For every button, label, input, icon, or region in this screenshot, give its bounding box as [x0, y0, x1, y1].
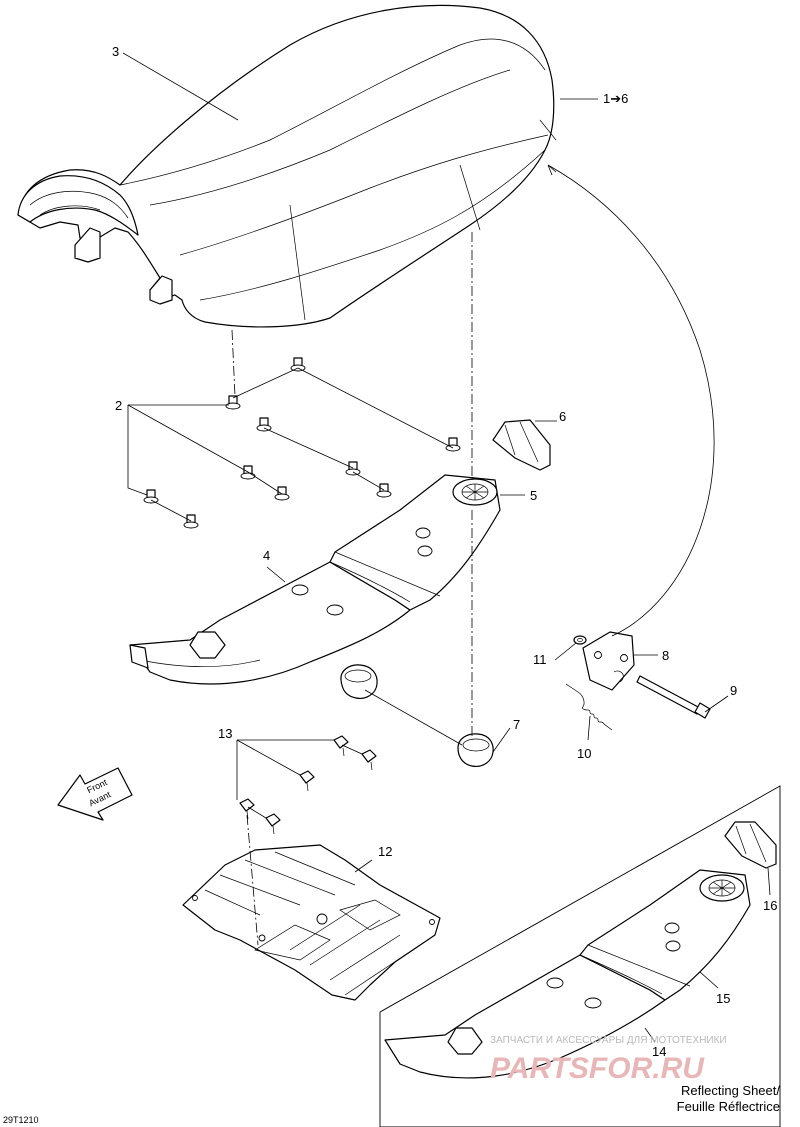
callout-2: 2: [115, 398, 122, 413]
vent-cover: [492, 419, 551, 471]
callout-11: 11: [533, 652, 547, 667]
callout-4: 4: [263, 548, 270, 563]
callout-15: 15: [716, 991, 730, 1006]
screws: [236, 735, 377, 835]
reflecting-sheet-inset: 15 14 16 Reflecting Sheet/ Feuille Réfle…: [379, 785, 781, 1127]
callout-10: 10: [577, 746, 591, 761]
seat-base-plate: [129, 474, 501, 685]
inset-caption-fr: Feuille Réflectrice: [677, 1099, 780, 1114]
watermark-logo: PARTSFOR.RU: [490, 1052, 705, 1085]
assembly-lines: [231, 164, 715, 946]
front-direction-arrow: Front Avant: [57, 767, 133, 821]
callout-7: 7: [513, 717, 520, 732]
callout-14: 14: [652, 1044, 666, 1059]
callout-numbers: 3 1➔6 2 6 5 4 11 8 9 7 10 13 12: [112, 44, 737, 859]
callout-12: 12: [378, 844, 392, 859]
callout-leaders: [122, 52, 729, 873]
callout-6: 6: [559, 409, 566, 424]
callout-9: 9: [730, 683, 737, 698]
watermark: ЗАПЧАСТИ И АКСЕССУАРЫ ДЛЯ МОТОТЕХНИКИ PA…: [490, 1035, 727, 1085]
callout-13: 13: [218, 726, 232, 741]
latch-hardware: [565, 631, 711, 731]
callout-5: 5: [530, 488, 537, 503]
grommets: [340, 664, 494, 767]
callout-1-6: 1➔6: [603, 91, 628, 106]
callout-3: 3: [112, 44, 119, 59]
inset-caption-en: Reflecting Sheet/: [681, 1083, 780, 1098]
rubber-bumpers: [127, 357, 461, 529]
callout-8: 8: [662, 648, 669, 663]
seat-assembly: [17, 4, 557, 328]
watermark-tagline: ЗАПЧАСТИ И АКСЕССУАРЫ ДЛЯ МОТОТЕХНИКИ: [490, 1035, 727, 1046]
heat-shield: [182, 844, 441, 1001]
callout-16: 16: [763, 898, 777, 913]
drawing-code: 29T1210: [3, 1115, 39, 1125]
